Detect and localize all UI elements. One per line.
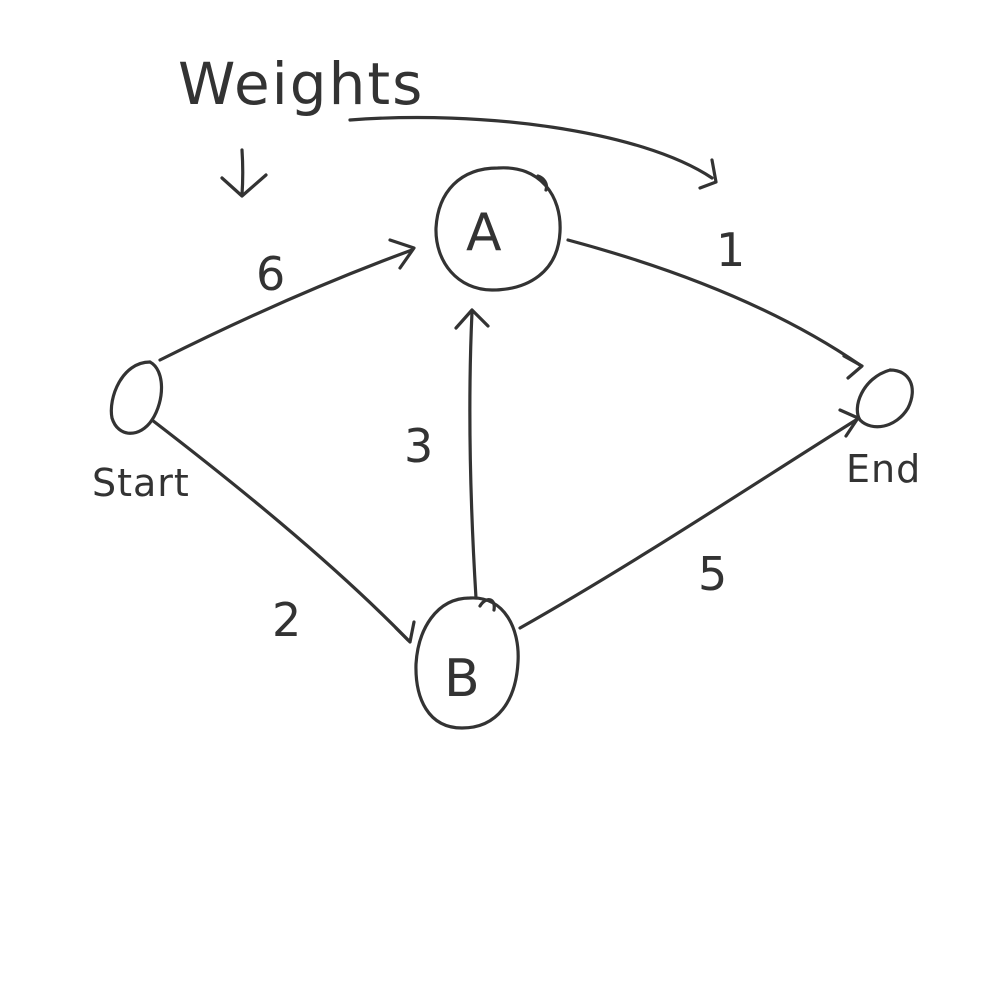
edge-b-end [518,418,858,630]
edge-start-b-arrowhead [394,620,416,644]
weights-pointer-right-arrowhead [698,158,718,190]
node-b-label: B [444,649,480,709]
diagram-title: Weights [178,50,424,118]
node-start-circle [109,360,164,435]
edge-a-end [566,238,862,367]
weight-b-a: 3 [404,419,433,473]
edge-start-a-arrowhead [388,238,416,270]
weights-pointer-right [348,115,714,180]
node-end-label: End [846,447,921,491]
node-a-label: A [466,203,502,263]
nodes-group [109,166,914,730]
edge-b-a-arrowhead [454,308,490,330]
edges-group [150,115,864,644]
weight-b-end: 5 [698,547,727,601]
weight-start-b: 2 [272,593,301,647]
edge-b-a [468,310,478,600]
edge-a-end-arrowhead [842,354,864,380]
weights-pointer-down-arrowhead [220,173,268,198]
node-b-circle-tick [478,598,496,612]
edge-start-a [158,248,414,362]
weight-start-a: 6 [256,247,285,301]
weights-pointer-down [240,148,245,197]
node-start-label: Start [92,461,190,505]
node-a-circle [434,166,562,292]
labels-group: Weights A B Start End 6 2 3 1 5 [92,50,921,709]
node-b-circle [414,596,520,730]
node-end-circle [855,368,914,429]
edge-start-b [150,418,410,642]
node-a-circle-tick [536,174,549,192]
weight-a-end: 1 [716,223,745,277]
